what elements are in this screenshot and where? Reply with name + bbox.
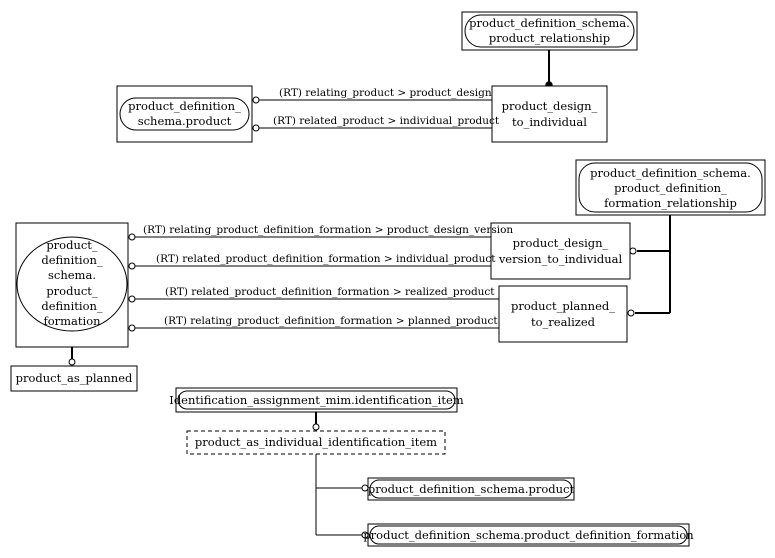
entity-label-line: product_definition_ xyxy=(614,181,727,195)
relation-label: (RT) related_product > individual_produc… xyxy=(273,115,500,127)
entity-label-line: version_to_individual xyxy=(498,252,623,266)
relation-relating-pdf-version: (RT) relating_product_definition_formati… xyxy=(128,224,513,241)
subtype-end-marker xyxy=(68,358,76,366)
entity-label-line: schema. xyxy=(48,268,96,282)
entity-product-as-planned[interactable]: product_as_planned xyxy=(10,365,138,392)
select-identification-item[interactable]: Identification_assignment_mim.identifica… xyxy=(169,387,464,413)
entity-pds-pdf-relationship[interactable]: product_definition_schema. product_defin… xyxy=(575,159,766,216)
select-label: product_as_individual_identification_ite… xyxy=(195,435,437,449)
supertype-end-marker xyxy=(312,423,320,431)
entity-label-line: to_realized xyxy=(531,315,596,329)
entity-label-line: definition_ xyxy=(41,299,103,313)
entity-pds-product[interactable]: product_definition_ schema.product xyxy=(116,85,253,143)
select-label: Identification_assignment_mim.identifica… xyxy=(169,393,464,407)
entity-label-line: product_design_ xyxy=(502,99,598,113)
entity-label-line: product_planned_ xyxy=(511,299,615,313)
entity-pds-pdf[interactable]: product_ definition_ schema. product_ de… xyxy=(15,222,129,348)
entity-label-line: definition_ xyxy=(41,253,103,267)
entity-product-planned-to-realized[interactable]: product_planned_ to_realized xyxy=(498,285,628,343)
select-product-as-individual-identification-item[interactable]: product_as_individual_identification_ite… xyxy=(186,430,446,455)
relation-related-pdf-realized: (RT) related_product_definition_formatio… xyxy=(128,286,499,303)
entity-label-line: product_relationship xyxy=(489,31,610,45)
select-item-pds-product[interactable]: product_definition_schema.product xyxy=(367,477,575,501)
entity-label-line: product_ xyxy=(46,238,98,252)
entity-label: product_as_planned xyxy=(16,371,133,385)
entity-product-design-to-individual[interactable]: product_design_ to_individual xyxy=(491,85,608,143)
relation-relating-pdf-planned: (RT) relating_product_definition_formati… xyxy=(128,315,499,332)
entity-label-line: product_definition_ xyxy=(128,99,241,113)
entity-product-design-version-to-individual[interactable]: product_design_ version_to_individual xyxy=(490,222,631,280)
entity-label-line: product_ xyxy=(46,284,98,298)
entity-label-line: to_individual xyxy=(512,115,587,129)
entity-label-line: schema.product xyxy=(138,114,232,128)
relation-label: (RT) relating_product_definition_formati… xyxy=(143,224,513,236)
entity-label-line: product_definition_schema. xyxy=(590,166,751,180)
relation-label: (RT) relating_product_definition_formati… xyxy=(164,315,498,327)
entity-label-line: formation_relationship xyxy=(604,196,737,210)
select-label: product_definition_schema.product_defini… xyxy=(363,528,694,542)
select-label: product_definition_schema.product xyxy=(368,482,575,496)
select-tree xyxy=(315,454,369,539)
relation-label: (RT) related_product_definition_formatio… xyxy=(165,286,495,298)
select-item-pds-pdf[interactable]: product_definition_schema.product_defini… xyxy=(363,523,694,547)
entity-label-line: formation xyxy=(43,314,101,328)
relation-label: (RT) related_product_definition_formatio… xyxy=(156,253,496,265)
relation-relating-product: (RT) relating_product > product_design xyxy=(252,87,492,104)
relation-related-pdf-individual: (RT) related_product_definition_formatio… xyxy=(128,253,496,270)
relation-related-product: (RT) related_product > individual_produc… xyxy=(252,115,500,132)
subtype-tree-pdf-relationship xyxy=(627,215,671,317)
entity-label-line: product_design_ xyxy=(513,236,609,250)
entity-pds-product-relationship[interactable]: product_definition_schema. product_relat… xyxy=(461,11,638,51)
relation-label: (RT) relating_product > product_design xyxy=(279,87,492,99)
entity-label-line: product_definition_schema. xyxy=(469,16,630,30)
